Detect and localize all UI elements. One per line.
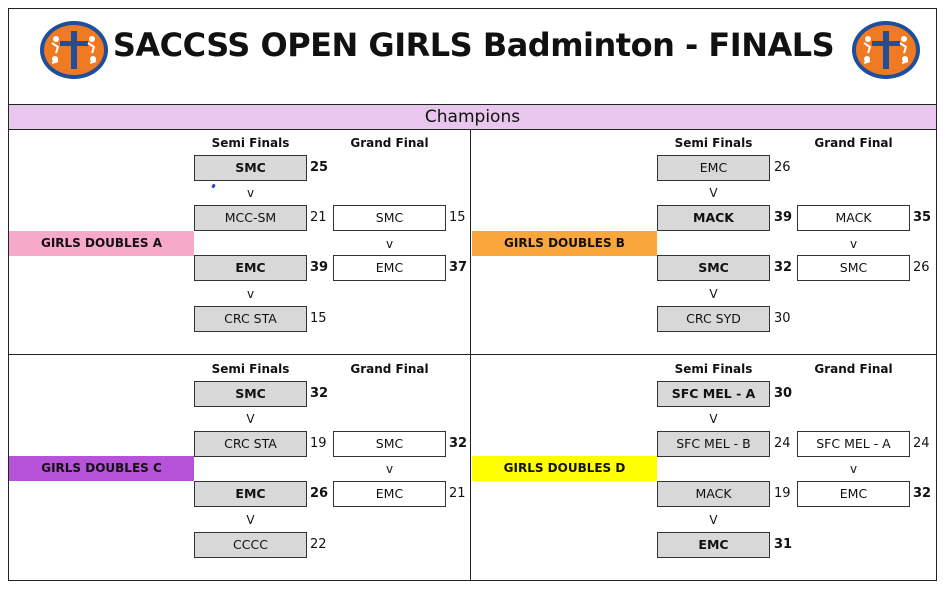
semi-score-1: 26 [774,160,791,175]
semi-score-2: 21 [310,210,327,225]
category-label-doubles-c: GIRLS DOUBLES C [9,456,194,481]
grand-score-1: 35 [913,210,932,225]
semi-score-3: 39 [310,260,329,275]
semi-team-4: CRC SYD [657,306,770,332]
semi-team-1: SFC MEL - A [657,381,770,407]
semi-score-2: 39 [774,210,793,225]
vs-label: v [246,287,255,301]
semi-score-2: 24 [774,436,791,451]
semi-team-4: CCCC [194,532,307,558]
champions-band: Champions [9,104,936,130]
grand-score-2: 37 [449,260,468,275]
semi-finals-header: Semi Finals [674,362,753,376]
vs-label: v [385,237,394,251]
vs-label: V [246,412,255,426]
vs-label: v [849,462,858,476]
semi-team-2: MACK [657,205,770,231]
semi-score-3: 19 [774,486,791,501]
vs-label: V [246,513,255,527]
semi-team-1: SMC [194,381,307,407]
grand-score-1: 24 [913,436,930,451]
semi-team-3: SMC [657,255,770,281]
grand-score-1: 15 [449,210,466,225]
grand-final-header: Grand Final [814,362,893,376]
page-frame [8,8,937,581]
semi-score-1: 32 [310,386,329,401]
vs-label: v [385,462,394,476]
semi-team-4: CRC STA [194,306,307,332]
school-crest-icon-right [852,21,920,79]
grand-team-1: SFC MEL - A [797,431,910,457]
semi-team-1: SMC [194,155,307,181]
grand-score-2: 26 [913,260,930,275]
semi-score-4: 31 [774,537,793,552]
grand-team-2: EMC [333,481,446,507]
grand-score-1: 32 [449,436,468,451]
semi-team-1: EMC [657,155,770,181]
semi-team-2: MCC-SM [194,205,307,231]
semi-finals-header: Semi Finals [211,136,290,150]
semi-score-3: 26 [310,486,329,501]
vs-label: v [849,237,858,251]
section-divider-horizontal [9,354,936,355]
semi-team-4: EMC [657,532,770,558]
grand-team-1: SMC [333,205,446,231]
school-crest-icon-left [40,21,108,79]
semi-score-3: 32 [774,260,793,275]
grand-team-2: EMC [333,255,446,281]
vs-label: v [246,186,255,200]
grand-team-1: SMC [333,431,446,457]
vs-label: V [709,186,718,200]
semi-score-1: 30 [774,386,793,401]
semi-team-2: SFC MEL - B [657,431,770,457]
semi-score-2: 19 [310,436,327,451]
vs-label: V [709,287,718,301]
semi-finals-header: Semi Finals [674,136,753,150]
grand-team-1: MACK [797,205,910,231]
grand-team-2: EMC [797,481,910,507]
grand-score-2: 21 [449,486,466,501]
vs-label: V [709,412,718,426]
grand-team-2: SMC [797,255,910,281]
category-label-doubles-d: GIRLS DOUBLES D [472,456,657,481]
grand-final-header: Grand Final [350,136,429,150]
semi-team-3: MACK [657,481,770,507]
section-divider-vertical [470,130,471,581]
semi-score-4: 15 [310,311,327,326]
grand-score-2: 32 [913,486,932,501]
vs-label: V [709,513,718,527]
semi-finals-header: Semi Finals [211,362,290,376]
semi-score-4: 30 [774,311,791,326]
grand-final-header: Grand Final [350,362,429,376]
semi-score-1: 25 [310,160,329,175]
semi-team-3: EMC [194,481,307,507]
semi-team-3: EMC [194,255,307,281]
category-label-doubles-a: GIRLS DOUBLES A [9,231,194,256]
semi-team-2: CRC STA [194,431,307,457]
category-label-doubles-b: GIRLS DOUBLES B [472,231,657,256]
page-title: SACCSS OPEN GIRLS Badminton - FINALS [112,26,835,64]
grand-final-header: Grand Final [814,136,893,150]
semi-score-4: 22 [310,537,327,552]
